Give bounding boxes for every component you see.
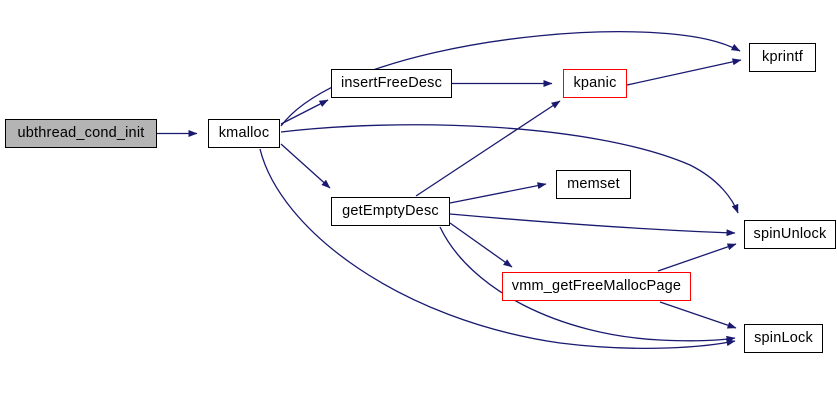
graph-node-kpanic[interactable]: kpanic — [563, 69, 627, 98]
graph-node-ubthread_cond_init[interactable]: ubthread_cond_init — [5, 119, 157, 148]
graph-node-kmalloc[interactable]: kmalloc — [208, 119, 280, 148]
graph-node-label: insertFreeDesc — [340, 75, 443, 92]
graph-node-label: memset — [567, 176, 620, 193]
graph-node-label: kmalloc — [218, 125, 270, 142]
graph-node-getEmptyDesc[interactable]: getEmptyDesc — [331, 197, 450, 226]
graph-node-memset[interactable]: memset — [556, 170, 631, 199]
graph-edge-getEmptyDesc-kpanic — [415, 100, 561, 197]
graph-node-kprintf[interactable]: kprintf — [749, 43, 816, 72]
graph-node-label: getEmptyDesc — [342, 203, 439, 220]
graph-edge-getEmptyDesc-spinUnlock — [449, 213, 736, 237]
graph-edge-vmm-spinLock — [659, 301, 737, 329]
graph-edge-getEmptyDesc-vmm — [449, 222, 513, 268]
graph-node-label: spinLock — [754, 330, 813, 347]
graph-edge-kmalloc-getEmptyDesc — [280, 143, 331, 189]
graph-edge-getEmptyDesc-memset — [449, 182, 547, 204]
graph-node-vmm_getFreeMallocPage[interactable]: vmm_getFreeMallocPage — [502, 272, 691, 301]
graph-edge-getEmptyDesc-spinLock — [439, 226, 736, 343]
graph-node-insertFreeDesc[interactable]: insertFreeDesc — [331, 69, 452, 98]
graph-node-spinUnlock[interactable]: spinUnlock — [744, 220, 836, 249]
graph-node-label: kprintf — [762, 49, 803, 66]
graph-edge-kpanic-kprintf — [626, 58, 742, 86]
graph-node-label: ubthread_cond_init — [17, 125, 145, 142]
graph-node-spinLock[interactable]: spinLock — [744, 324, 823, 353]
graph-node-label: spinUnlock — [753, 226, 827, 243]
graph-node-label: kpanic — [573, 75, 617, 92]
graph-edge-kmalloc-insertFreeDesc — [280, 99, 329, 125]
graph-node-label: vmm_getFreeMallocPage — [511, 278, 682, 295]
graph-edge-vmm-spinUnlock — [657, 243, 737, 272]
graph-edge-kmalloc-spinUnlock — [280, 124, 739, 214]
graph-edge-kmalloc-spinLock — [259, 148, 736, 349]
